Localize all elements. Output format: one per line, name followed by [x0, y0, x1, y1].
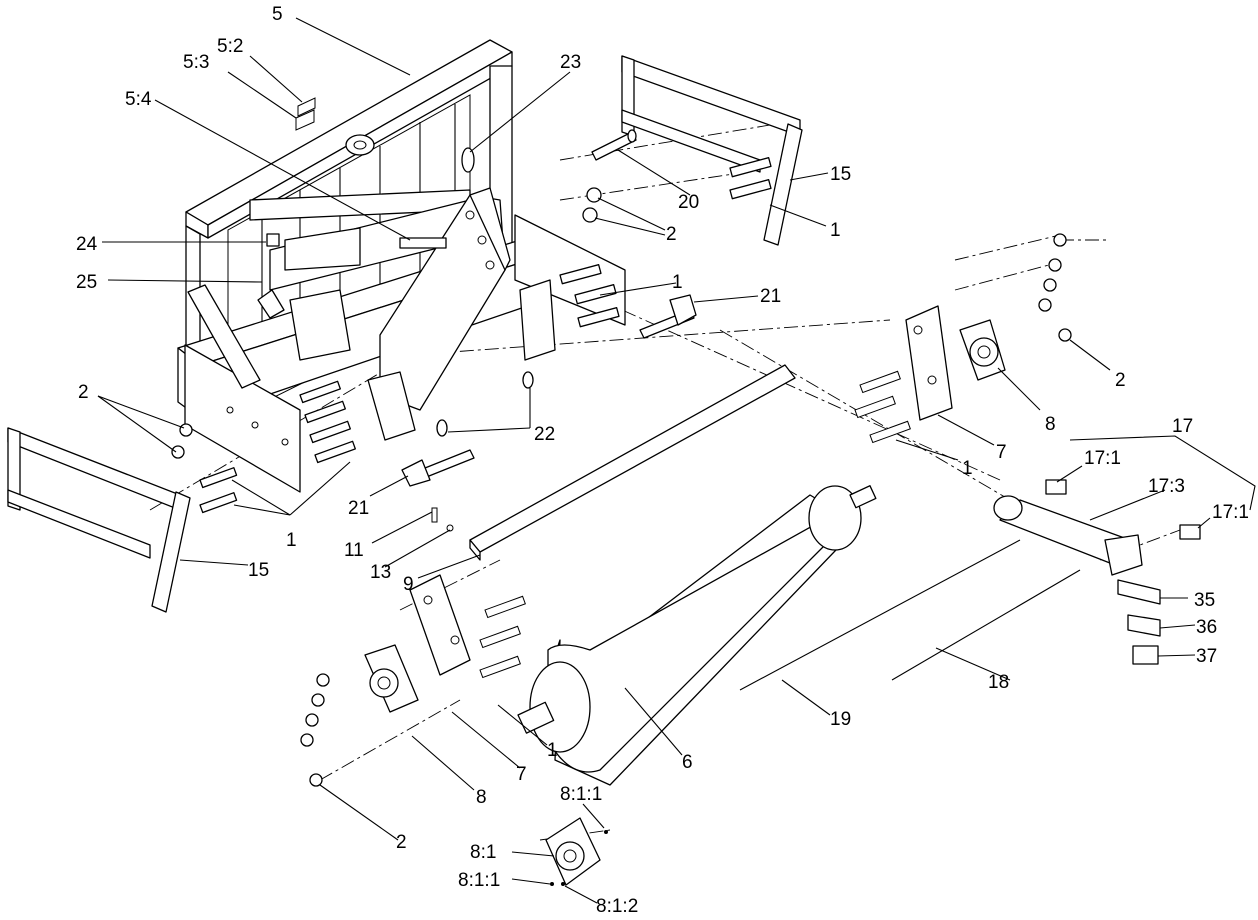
- callout-25: 25: [76, 272, 97, 293]
- lynch-pin-21-right: [639, 294, 697, 339]
- main-frame: [177, 39, 626, 493]
- bolt-set-right-plate: [559, 263, 620, 328]
- bolt-set-hitch-bottom: [199, 467, 238, 514]
- callout-20: 20: [678, 192, 699, 213]
- callout-1-mid: 1: [672, 272, 683, 293]
- nut-pair-top: [582, 187, 602, 223]
- callout-1-top: 1: [830, 220, 841, 241]
- callout-6: 6: [682, 752, 693, 773]
- callout-5: 5: [272, 4, 283, 25]
- callout-8-1-2: 8:1:2: [596, 896, 638, 917]
- callout-17: 17: [1172, 416, 1193, 437]
- callout-19: 19: [830, 709, 851, 730]
- bolt-set-left-bearing: [300, 595, 526, 787]
- callout-2-left: 2: [78, 382, 89, 403]
- callout-21-right: 21: [760, 286, 781, 307]
- bearing-8-right: [959, 319, 1006, 381]
- fastener-set: [171, 156, 772, 514]
- callout-37: 37: [1196, 646, 1217, 667]
- link-35: [1117, 579, 1161, 605]
- bolt-set-hitch-top: [729, 156, 772, 200]
- callout-5-2: 5:2: [217, 36, 243, 57]
- callout-2-top: 2: [666, 224, 677, 245]
- bearing-plate-7-right: [905, 305, 953, 421]
- screw-11: [431, 507, 438, 523]
- link-37: [1132, 645, 1159, 665]
- callout-8-right: 8: [1045, 414, 1056, 435]
- link-36: [1127, 614, 1161, 637]
- callout-17-1a: 17:1: [1084, 448, 1121, 469]
- bearing-8-1-detail: [545, 817, 608, 886]
- callout-23: 23: [560, 52, 581, 73]
- callout-7-right: 7: [996, 442, 1007, 463]
- callout-7-bottom: 7: [516, 764, 527, 785]
- callout-1-left: 1: [286, 530, 297, 551]
- bolt-set-right-bearing: [854, 233, 1072, 444]
- callout-21-left: 21: [348, 498, 369, 519]
- washer-13: [446, 524, 454, 532]
- callout-36: 36: [1196, 617, 1217, 638]
- pin-23: [461, 147, 475, 173]
- callout-labels: 5 5:2 5:3 5:4 23 15 20 1 2 24 25 1 21 2 …: [76, 4, 1249, 917]
- callout-1-bottom: 1: [547, 740, 558, 761]
- lock-pin-parts: [257, 233, 285, 319]
- bearing-plate-7-left: [409, 574, 471, 676]
- callout-13: 13: [370, 562, 391, 583]
- callout-8-1: 8:1: [470, 842, 496, 863]
- callout-9: 9: [403, 574, 414, 595]
- shaft-9: [469, 364, 796, 561]
- hitch-arm-bottom: [7, 427, 191, 613]
- hose-18: [891, 569, 1081, 681]
- callout-22: 22: [534, 424, 555, 445]
- bolt-set-frame-left: [299, 380, 356, 464]
- callout-11: 11: [344, 540, 364, 561]
- hydraulic-cylinder-17: [993, 479, 1201, 576]
- callout-8-1-1b: 8:1:1: [458, 870, 500, 891]
- bearing-8-left: [364, 644, 419, 713]
- callout-2-right: 2: [1115, 370, 1126, 391]
- callout-17-1b: 17:1: [1212, 502, 1249, 523]
- callout-15-left: 15: [248, 560, 269, 581]
- callout-8-bottom: 8: [476, 787, 487, 808]
- nut-pair-left: [171, 423, 193, 459]
- callout-2-bottom: 2: [396, 832, 407, 853]
- callout-15-top: 15: [830, 164, 851, 185]
- callout-18: 18: [988, 672, 1009, 693]
- callout-35: 35: [1194, 590, 1215, 611]
- roller-6: [517, 485, 877, 786]
- callout-8-1-1a: 8:1:1: [560, 784, 602, 805]
- callout-5-4: 5:4: [125, 89, 152, 110]
- pivot-pin-20: [591, 129, 637, 161]
- callout-5-3: 5:3: [183, 52, 209, 73]
- lynch-pin-21-left: [401, 449, 475, 487]
- callout-leaders: [97, 17, 1256, 904]
- hose-19: [739, 539, 1021, 691]
- decal-parts: [295, 97, 316, 131]
- hitch-arm-top: [621, 55, 803, 246]
- callout-17-3: 17:3: [1148, 476, 1185, 497]
- clip-22: [436, 371, 534, 437]
- callout-24: 24: [76, 234, 98, 255]
- callout-1-right: 1: [962, 458, 973, 479]
